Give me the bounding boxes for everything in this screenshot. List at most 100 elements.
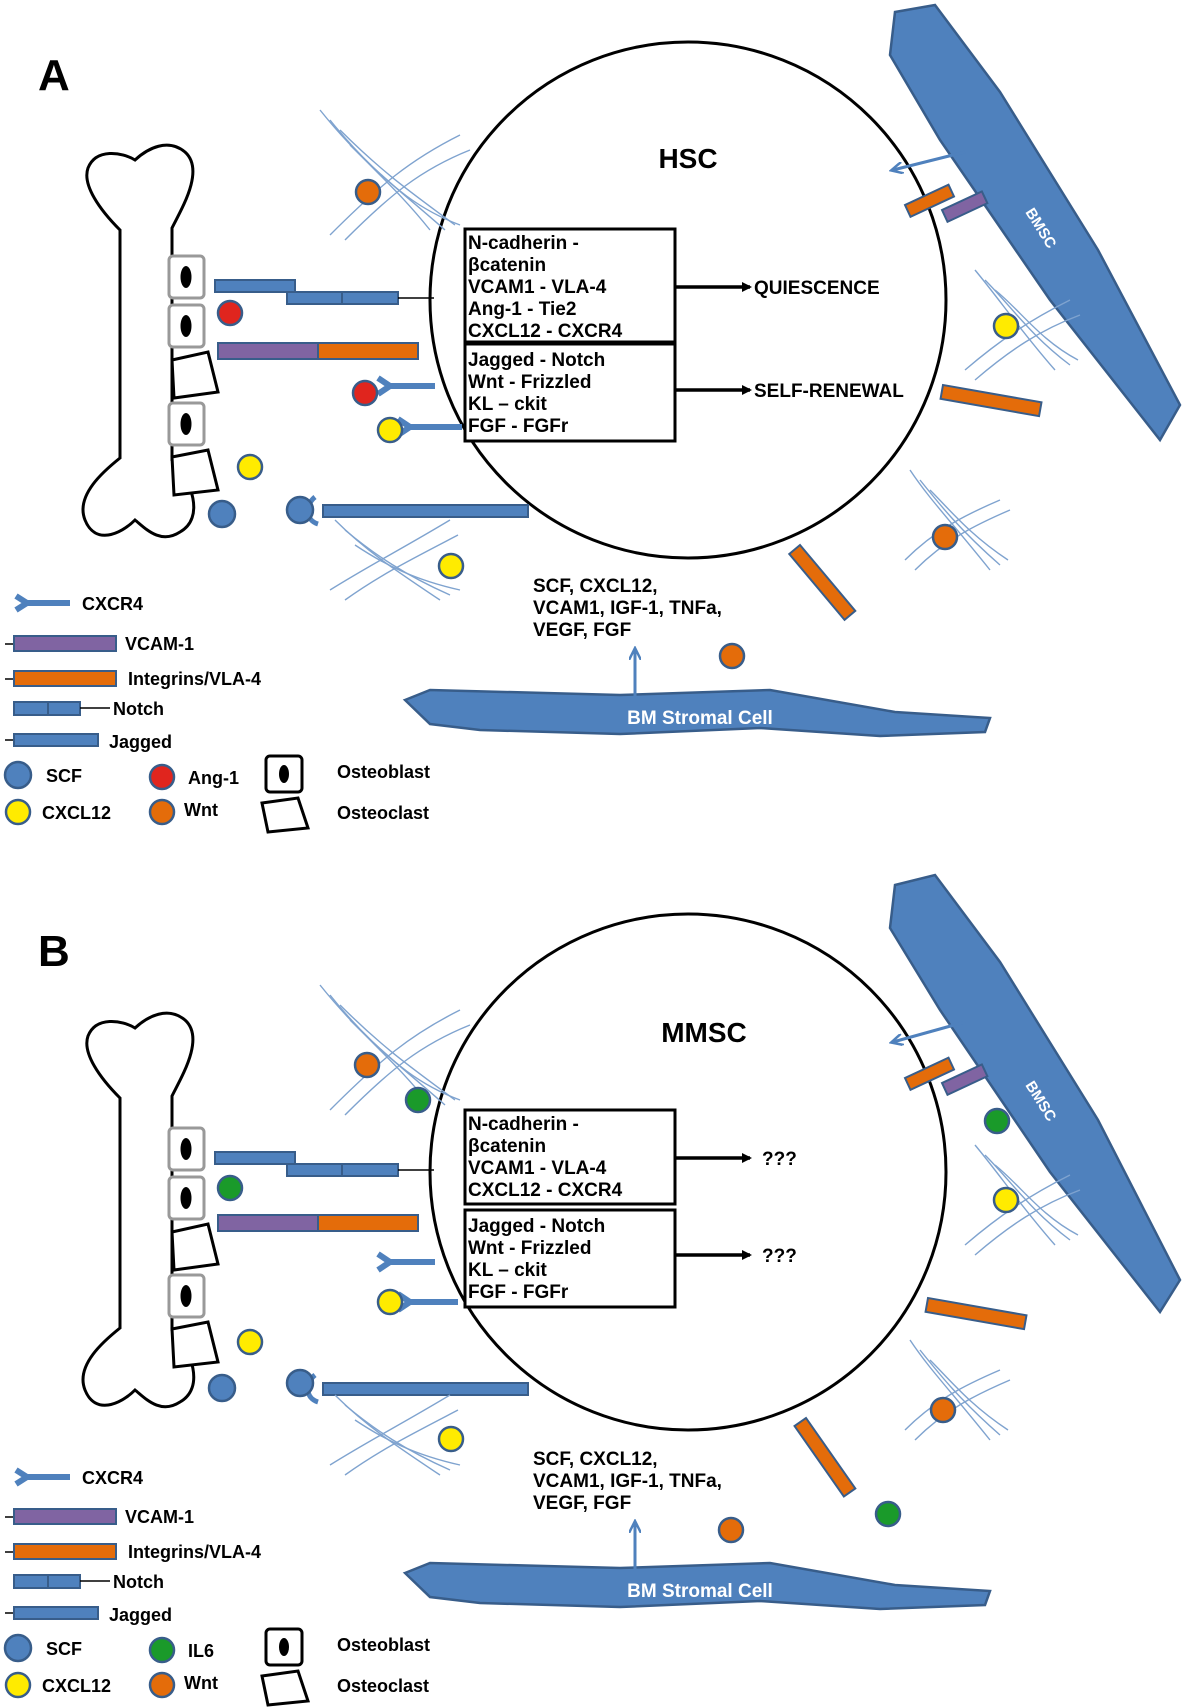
legend-label: CXCL12 <box>42 1676 111 1696</box>
legend-cxcr4-symbol <box>14 593 70 613</box>
fiber-cluster <box>964 1144 1081 1256</box>
osteoblast-icon <box>167 303 206 349</box>
vcam1-integrin-receptor <box>217 1214 419 1232</box>
factors-line: VEGF, FGF <box>533 620 631 641</box>
factors-line: VEGF, FGF <box>533 1493 631 1514</box>
integrin-receptor <box>903 1056 956 1092</box>
panel-letter: A <box>38 51 70 100</box>
cell-title: MMSC <box>661 1017 747 1048</box>
stromal-cell-shape <box>402 688 992 738</box>
legend-il6-symbol <box>148 1636 176 1664</box>
panel-letter: B <box>38 927 70 976</box>
wnt-ligand <box>718 642 746 670</box>
box2-line: Jagged - Notch <box>468 350 605 371</box>
jagged-notch-receptor <box>214 1151 434 1177</box>
legend-osteoblast-symbol <box>264 1627 304 1667</box>
box2-line: Wnt - Frizzled <box>468 372 591 393</box>
outcome-label-1: QUIESCENCE <box>754 278 880 299</box>
stromal-cell-label: BM Stromal Cell <box>627 708 773 729</box>
wnt-ligand <box>931 523 959 551</box>
osteoclast-icon <box>170 350 220 400</box>
integrin-receptor <box>924 1296 1028 1331</box>
osteoblast-icon <box>167 1126 206 1172</box>
ang1-ligand <box>351 379 379 407</box>
legend-label: Integrins/VLA-4 <box>128 669 261 689</box>
osteoclast-icon <box>170 448 220 497</box>
fiber-cluster <box>329 1394 461 1476</box>
legend: CXCR4 VCAM-1 Integrins/VLA-4 Notch Jagge… <box>3 593 430 834</box>
stromal-cell-label: BM Stromal Cell <box>627 1581 773 1602</box>
legend-ang1-symbol <box>148 763 176 791</box>
outcome-label-1: ??? <box>762 1149 797 1170</box>
legend-vcam1-symbol <box>13 635 117 652</box>
bmsc-arrow <box>893 150 966 170</box>
il6-ligand <box>874 1500 902 1528</box>
osteoclast-icon <box>170 1320 220 1369</box>
interaction-box-1 <box>463 1108 677 1206</box>
fiber-cluster <box>904 469 1011 571</box>
legend-label: CXCR4 <box>82 594 143 614</box>
cell-title: HSC <box>658 143 717 174</box>
osteoblast-icon <box>167 1175 206 1221</box>
legend-cxcr4-symbol <box>14 1467 70 1487</box>
legend-label: Jagged <box>109 732 172 752</box>
jagged-receptor-long <box>305 1373 529 1405</box>
box1-line: βcatenin <box>468 1136 546 1157</box>
legend: CXCR4 VCAM-1 Integrins/VLA-4 Notch Jagge… <box>3 1467 430 1707</box>
box1-line: N-cadherin - <box>468 1114 579 1135</box>
panel-b: B MMSC N-cadherin - βcatenin VCAM1 - VLA… <box>3 873 1182 1707</box>
legend-label: Wnt <box>184 800 218 820</box>
cxcr4-receptor <box>396 416 462 438</box>
legend-label: CXCR4 <box>82 1468 143 1488</box>
legend-vcam1-symbol <box>13 1508 117 1525</box>
cxcl12-ligand <box>236 1328 264 1356</box>
factors-line: VCAM1, IGF-1, TNFa, <box>533 598 722 619</box>
legend-integrin-symbol <box>13 670 117 687</box>
box2-line: KL – ckit <box>468 1260 548 1281</box>
legend-label: Osteoblast <box>337 762 430 782</box>
legend-scf-symbol <box>3 1633 33 1663</box>
legend-label: Notch <box>113 699 164 719</box>
box1-line: VCAM1 - VLA-4 <box>468 277 607 298</box>
panel-a: A HSC N-cadherin - βcatenin VCAM1 - VLA-… <box>3 3 1182 834</box>
box1-line: N-cadherin - <box>468 233 579 254</box>
box1-line: CXCL12 - CXCR4 <box>468 1180 623 1201</box>
integrin-receptor <box>793 1416 857 1498</box>
vcam1-receptor <box>940 190 989 224</box>
legend-label: Ang-1 <box>188 768 239 788</box>
integrin-receptor <box>903 183 956 219</box>
box1-line: CXCL12 - CXCR4 <box>468 321 623 342</box>
box2-line: Wnt - Frizzled <box>468 1238 591 1259</box>
vcam1-integrin-receptor <box>217 342 419 360</box>
cxcr4-receptor <box>376 1251 435 1273</box>
wnt-ligand <box>929 1396 957 1424</box>
legend-scf-symbol <box>3 760 33 790</box>
cxcl12-ligand <box>437 1425 465 1453</box>
ang1-ligand <box>216 299 244 327</box>
il6-ligand <box>216 1174 244 1202</box>
box1-line: Ang-1 - Tie2 <box>468 299 576 320</box>
il6-ligand <box>404 1086 432 1114</box>
wnt-ligand <box>353 1051 381 1079</box>
legend-label: Jagged <box>109 1605 172 1625</box>
box2-line: KL – ckit <box>468 394 548 415</box>
legend-label: Integrins/VLA-4 <box>128 1542 261 1562</box>
scf-ligand <box>285 495 315 525</box>
cxcl12-ligand <box>992 312 1020 340</box>
box2-line: FGF - FGFr <box>468 1282 569 1303</box>
bmsc-cell-shape <box>888 873 1182 1315</box>
cxcl12-ligand <box>376 1288 404 1316</box>
legend-label: CXCL12 <box>42 803 111 823</box>
jagged-receptor-long <box>305 495 529 527</box>
cxcr4-receptor <box>396 1291 458 1313</box>
box1-line: βcatenin <box>468 255 546 276</box>
legend-label: Wnt <box>184 1673 218 1693</box>
legend-wnt-symbol <box>148 798 176 826</box>
legend-label: Osteoclast <box>337 1676 429 1696</box>
factors-line: SCF, CXCL12, <box>533 576 658 597</box>
wnt-ligand <box>354 178 382 206</box>
cxcl12-ligand <box>992 1186 1020 1214</box>
legend-label: Osteoblast <box>337 1635 430 1655</box>
integrin-receptor <box>787 543 857 622</box>
cxcl12-ligand <box>376 416 404 444</box>
